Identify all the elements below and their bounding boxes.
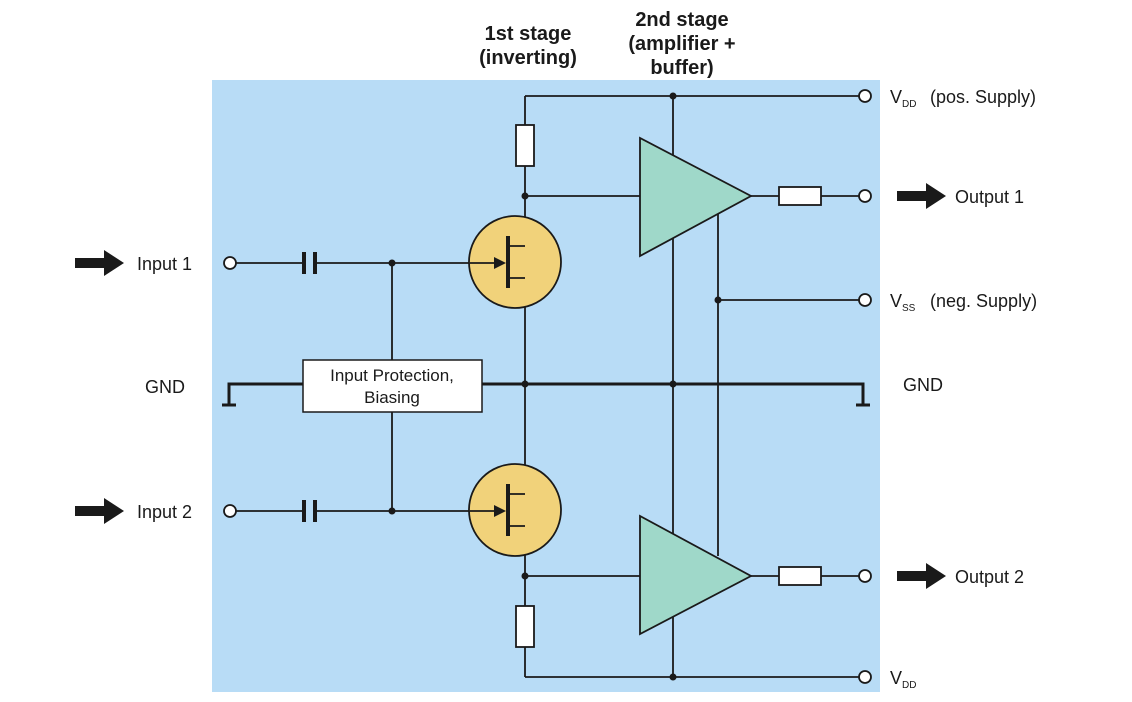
input-2-label: Input 2 bbox=[137, 502, 192, 522]
gnd-right-label: GND bbox=[903, 375, 943, 395]
output-2-resistor bbox=[778, 566, 822, 586]
input-protection-line2: Biasing bbox=[364, 388, 420, 407]
vss-label: VSS bbox=[890, 291, 916, 314]
amplifier-2 bbox=[639, 514, 753, 636]
vdd-label: VDD bbox=[890, 87, 916, 110]
output-2-label: Output 2 bbox=[955, 567, 1024, 587]
input-1-terminal bbox=[223, 256, 237, 270]
input-2-terminal bbox=[223, 504, 237, 518]
output-1-resistor bbox=[778, 186, 822, 206]
stage-2-title-line3: buffer) bbox=[650, 57, 713, 79]
output-2-arrow-icon bbox=[897, 563, 946, 589]
input-2-capacitor bbox=[302, 500, 317, 522]
output-1-arrow-icon bbox=[897, 183, 946, 209]
transistor-2 bbox=[468, 463, 562, 557]
stage-2-title-line1: 2nd stage bbox=[635, 9, 728, 31]
vdd2-terminal bbox=[858, 670, 872, 684]
ground-line bbox=[222, 382, 870, 407]
vdd-terminal bbox=[858, 89, 872, 103]
vdd2-label: VDD bbox=[890, 668, 916, 691]
gnd-left-label: GND bbox=[145, 377, 185, 397]
vss-description: (neg. Supply) bbox=[930, 291, 1037, 311]
input-2-arrow-icon bbox=[75, 498, 124, 524]
output-1-label: Output 1 bbox=[955, 187, 1024, 207]
drain-resistor-bottom bbox=[515, 605, 535, 648]
input-1-capacitor bbox=[302, 252, 317, 274]
vdd-description: (pos. Supply) bbox=[930, 87, 1036, 107]
junction-dots bbox=[388, 92, 722, 681]
input-protection-box bbox=[302, 359, 483, 413]
input-1-label: Input 1 bbox=[137, 254, 192, 274]
output-2-terminal bbox=[858, 569, 872, 583]
drain-resistor-top bbox=[515, 124, 535, 167]
input-1-arrow-icon bbox=[75, 250, 124, 276]
amplifier-1 bbox=[639, 136, 753, 258]
output-1-terminal bbox=[858, 189, 872, 203]
input-protection-line1: Input Protection, bbox=[330, 366, 454, 385]
stage-2-title-line2: (amplifier + bbox=[628, 33, 735, 55]
stage-1-title-line2: (inverting) bbox=[479, 47, 577, 69]
transistor-1 bbox=[468, 215, 562, 309]
vss-terminal bbox=[858, 293, 872, 307]
stage-1-title-line1: 1st stage bbox=[485, 23, 572, 45]
